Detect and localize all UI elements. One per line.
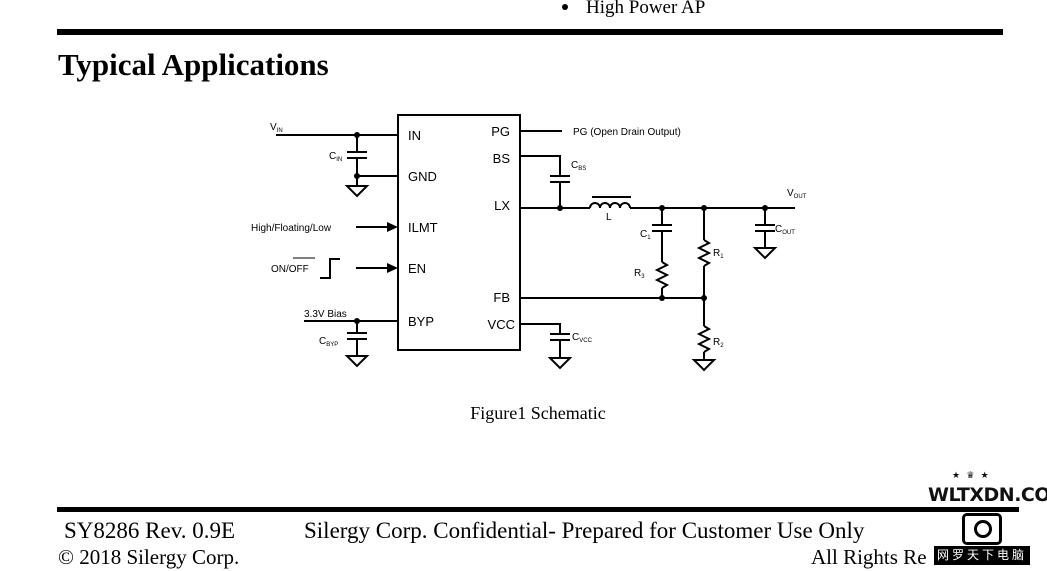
section-divider-top (57, 29, 1003, 35)
label-cout: COUT (775, 224, 795, 236)
ground-icon-cout (752, 247, 778, 260)
pin-vcc: VCC (488, 317, 515, 332)
label-vin: VIN (270, 122, 283, 134)
label-cin: CIN (329, 151, 342, 163)
label-pg: PG (Open Drain Output) (573, 127, 681, 138)
footer-doc-rev: SY8286 Rev. 0.9E (64, 518, 236, 543)
footer-rights: All Rights Re (811, 545, 927, 569)
pin-bs: BS (493, 151, 511, 166)
junction-dot-c1 (659, 205, 665, 211)
schematic-diagram: IN GND ILMT EN BYP PG BS LX FB VCC VIN C… (251, 114, 807, 372)
r3-resistor (654, 261, 670, 289)
bullet-item-text: High Power AP (586, 0, 706, 18)
ground-icon-cin (344, 185, 370, 198)
bullet-dot-icon (562, 3, 568, 10)
junction-dot-gnd (354, 173, 360, 179)
pin-pg: PG (491, 124, 510, 139)
junction-dot-fb-r3 (659, 295, 665, 301)
section-title: Typical Applications (58, 47, 329, 82)
label-bias: 3.3V Bias (304, 309, 347, 320)
camera-icon (962, 513, 1002, 545)
watermark-stars-icon: ★ ♛ ★ (952, 470, 991, 480)
ground-icon-r2 (691, 359, 717, 372)
label-r1: R1 (713, 248, 724, 260)
footer-copyright: © 2018 Silergy Corp. (58, 545, 240, 569)
bs-wire (520, 155, 561, 176)
bullet-item: High Power AP (562, 0, 705, 19)
watermark-chinese: 网罗天下电脑 (934, 546, 1030, 565)
ground-icon-cvcc (547, 357, 573, 370)
figure-caption: Figure1 Schematic (470, 403, 606, 423)
label-en: ON/OFF (271, 264, 309, 275)
junction-dot-cout (762, 205, 768, 211)
pin-ilmt: ILMT (408, 220, 438, 235)
junction-dot-byp (354, 318, 360, 324)
label-vout: VOUT (787, 188, 807, 200)
label-r2: R2 (713, 337, 724, 349)
watermark-site: WLTXDN.COM (928, 484, 1047, 506)
en-arrow-icon (387, 263, 398, 273)
label-cbyp: CBYP (319, 336, 338, 348)
en-pulse-icon (320, 258, 340, 279)
label-c1: C1 (640, 229, 651, 241)
label-cvcc: CVCC (572, 332, 593, 344)
junction-dot-lx (557, 205, 563, 211)
watermark-logo: ★ ♛ ★ WLTXDN.COM 网罗天下电脑 (922, 466, 1047, 571)
r2-resistor (696, 325, 712, 353)
pin-in: IN (408, 128, 421, 143)
pin-gnd: GND (408, 169, 437, 184)
label-ilmt-mode: High/Floating/Low (251, 223, 332, 234)
footer-divider (57, 507, 1019, 512)
inductor-coil (589, 202, 631, 209)
ic-body (397, 114, 521, 351)
pin-fb: FB (493, 290, 510, 305)
vcc-wire (520, 323, 561, 334)
label-r3: R3 (634, 268, 645, 280)
ground-icon-cbyp (344, 355, 370, 368)
pin-lx: LX (494, 198, 510, 213)
pin-byp: BYP (408, 314, 434, 329)
junction-dot-fb-r1 (701, 295, 707, 301)
junction-dot-in (354, 132, 360, 138)
pin-en: EN (408, 261, 426, 276)
r1-resistor (696, 239, 712, 267)
label-cbs: CBS (571, 160, 586, 172)
footer-confidential: Silergy Corp. Confidential- Prepared for… (304, 518, 865, 543)
ilmt-arrow-icon (387, 222, 398, 232)
label-inductor: L (606, 212, 612, 223)
junction-dot-r1 (701, 205, 707, 211)
